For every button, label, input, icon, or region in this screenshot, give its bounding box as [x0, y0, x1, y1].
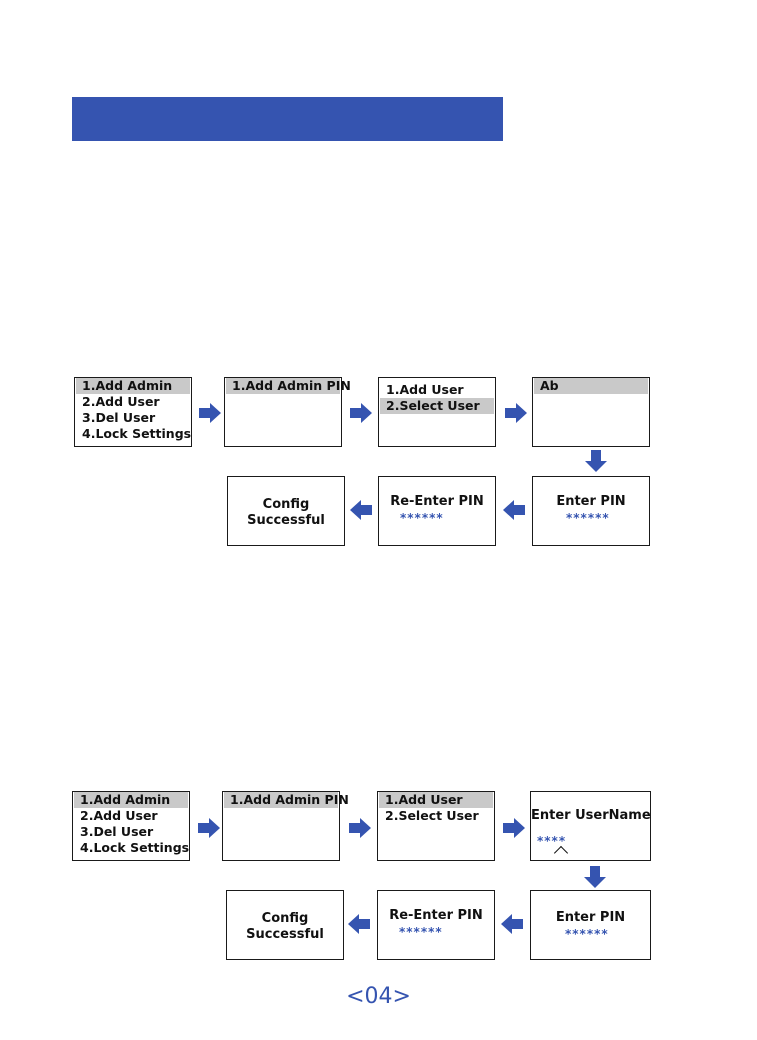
menu-item-select-user: 2.Select User [385, 808, 479, 823]
user-menu-screen-2: 1.Add User 2.Select User [377, 791, 495, 861]
enter-username-screen: Enter UserName **** [530, 791, 651, 861]
menu-item-lock-settings: 4.Lock Settings [82, 426, 192, 441]
successful-label: Successful [246, 927, 324, 942]
enter-pin-screen-2: Enter PIN ****** [530, 890, 651, 960]
arrow-left-icon [503, 500, 525, 520]
arrow-left-icon [350, 500, 372, 520]
menu-item-add-admin: 1.Add Admin [74, 792, 188, 808]
enter-pin-mask: ****** [566, 511, 610, 525]
reenter-pin-screen-2: Re-Enter PIN ****** [377, 890, 495, 960]
menu-item-add-user: 2.Add User [80, 808, 158, 823]
config-label: Config [261, 911, 309, 926]
main-menu-screen: 1.Add Admin 2.Add User 3.Del User 4.Lock… [74, 377, 192, 447]
arrow-right-icon [349, 818, 371, 838]
reenter-pin-mask: ****** [399, 925, 443, 939]
menu-item-del-user: 3.Del User [80, 824, 154, 839]
menu-item-add-admin: 1.Add Admin [76, 378, 190, 394]
arrow-right-icon [198, 818, 220, 838]
arrow-right-icon [505, 403, 527, 423]
arrow-down-icon [584, 866, 606, 888]
enter-username-label: Enter UserName [531, 808, 651, 823]
enter-pin-screen: Enter PIN ****** [532, 476, 650, 546]
arrow-down-icon [585, 450, 607, 472]
arrow-left-icon [501, 914, 523, 934]
admin-pin-screen-2: 1.Add Admin PIN [222, 791, 349, 861]
menu-item-lock-settings: 4.Lock Settings [80, 840, 190, 855]
menu-item-add-admin-pin: 1.Add Admin PIN [226, 378, 351, 394]
menu-item-del-user: 3.Del User [82, 410, 156, 425]
reenter-pin-label: Re-Enter PIN [389, 908, 483, 923]
menu-item-add-user: 2.Add User [82, 394, 160, 409]
config-label: Config [262, 497, 310, 512]
reenter-pin-mask: ****** [400, 511, 444, 525]
user-select-screen: Ab [532, 377, 650, 447]
config-successful-screen: Config Successful [227, 476, 345, 546]
enter-pin-mask: ****** [565, 927, 609, 941]
enter-pin-label: Enter PIN [555, 910, 626, 925]
menu-item-add-user: 1.Add User [386, 382, 464, 397]
main-menu-screen-2: 1.Add Admin 2.Add User 3.Del User 4.Lock… [72, 791, 190, 861]
reenter-pin-screen: Re-Enter PIN ****** [378, 476, 496, 546]
config-successful-screen-2: Config Successful [226, 890, 344, 960]
reenter-pin-label: Re-Enter PIN [390, 494, 484, 509]
caret-up-icon [553, 845, 569, 861]
page-number: <04> [346, 984, 411, 1009]
section-header-bar [72, 97, 503, 141]
arrow-left-icon [348, 914, 370, 934]
successful-label: Successful [247, 513, 325, 528]
arrow-right-icon [199, 403, 221, 423]
enter-pin-label: Enter PIN [556, 494, 626, 509]
user-menu-screen: 1.Add User 2.Select User [378, 377, 496, 447]
menu-item-add-user: 1.Add User [379, 792, 493, 808]
arrow-right-icon [350, 403, 372, 423]
user-entry-ab: Ab [534, 378, 648, 394]
username-mask: **** [537, 834, 567, 848]
menu-item-add-admin-pin: 1.Add Admin PIN [224, 792, 349, 808]
menu-item-select-user: 2.Select User [380, 398, 494, 414]
arrow-right-icon [503, 818, 525, 838]
admin-pin-screen: 1.Add Admin PIN [224, 377, 351, 447]
